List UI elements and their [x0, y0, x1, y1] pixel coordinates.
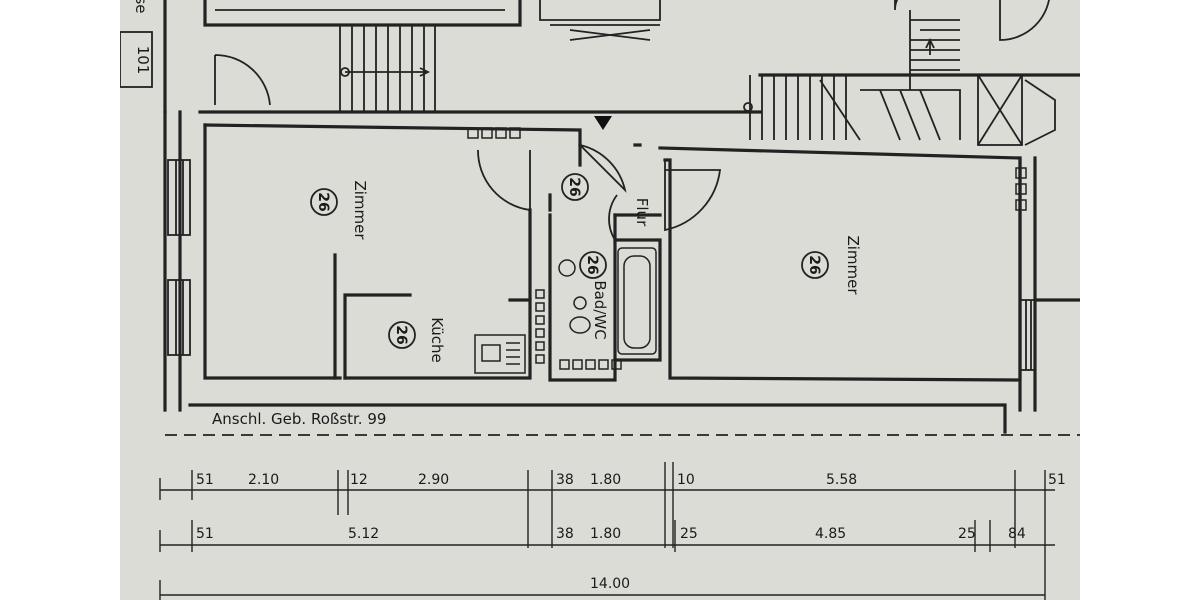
dimension-total: 14.00 — [159, 576, 1045, 600]
room-zimmer-right: 26 Zimmer — [801, 235, 862, 295]
dim-row1-8: 51 — [1048, 472, 1066, 488]
apartment-walls — [163, 110, 1080, 412]
dim-row2-1: 5.12 — [348, 526, 379, 542]
room-name: Zimmer — [844, 235, 862, 295]
corner-number: 101 — [134, 46, 152, 75]
room-name: Flur — [633, 198, 651, 227]
dimension-row-1: 51 2.10 12 2.90 38 1.80 10 5.58 51 — [159, 462, 1066, 600]
vent-blocks — [467, 127, 1027, 370]
room-name: Zimmer — [351, 180, 369, 240]
room-zimmer-left: 26 Zimmer — [310, 180, 369, 240]
room-bad-wc: 26 Bad/WC — [579, 251, 609, 340]
room-number: 26 — [806, 255, 822, 274]
dimension-row-2: 51 5.12 38 1.80 25 4.85 25 84 — [159, 520, 1055, 552]
neighbor-label: Anschl. Geb. Roßstr. 99 — [212, 410, 386, 428]
dim-row2-6: 25 — [958, 526, 976, 542]
room-kueche: 26 Küche — [388, 317, 446, 363]
dim-row1-2: 12 — [350, 472, 368, 488]
bathroom-fixtures — [474, 247, 657, 374]
room-number: 26 — [584, 255, 600, 274]
dim-row2-5: 4.85 — [815, 526, 846, 542]
dim-row2-0: 51 — [196, 526, 214, 542]
room-name: Bad/WC — [591, 280, 609, 339]
floor-plan-drawing: 101 se — [120, 0, 1080, 600]
room-number: 26 — [393, 325, 409, 344]
dim-total: 14.00 — [590, 576, 630, 592]
dim-row1-5: 1.80 — [590, 472, 621, 488]
room-flur: 26 Flur — [561, 173, 651, 227]
corner-label: 101 se — [120, 0, 153, 88]
entrance-marker-icon — [594, 116, 612, 130]
floor-plan-sheet: 101 se — [120, 0, 1080, 600]
dim-row1-7: 5.58 — [826, 472, 857, 488]
dim-row1-1: 2.10 — [248, 472, 279, 488]
dim-row2-3: 1.80 — [590, 526, 621, 542]
dim-row2-4: 25 — [680, 526, 698, 542]
room-name: Küche — [428, 317, 446, 363]
dim-row1-0: 51 — [196, 472, 214, 488]
door-swings — [477, 144, 722, 241]
dim-row2-7: 84 — [1008, 526, 1026, 542]
neighbor-building: Anschl. Geb. Roßstr. 99 — [165, 403, 1080, 436]
upper-building — [120, 0, 1080, 146]
dim-row1-3: 2.90 — [418, 472, 449, 488]
room-number: 26 — [315, 192, 331, 211]
left-windows — [167, 159, 1036, 371]
dim-row2-2: 38 — [556, 526, 574, 542]
dim-row1-6: 10 — [677, 472, 695, 488]
dim-row1-4: 38 — [556, 472, 574, 488]
room-number: 26 — [566, 177, 582, 196]
corner-fragment: se — [132, 0, 150, 14]
